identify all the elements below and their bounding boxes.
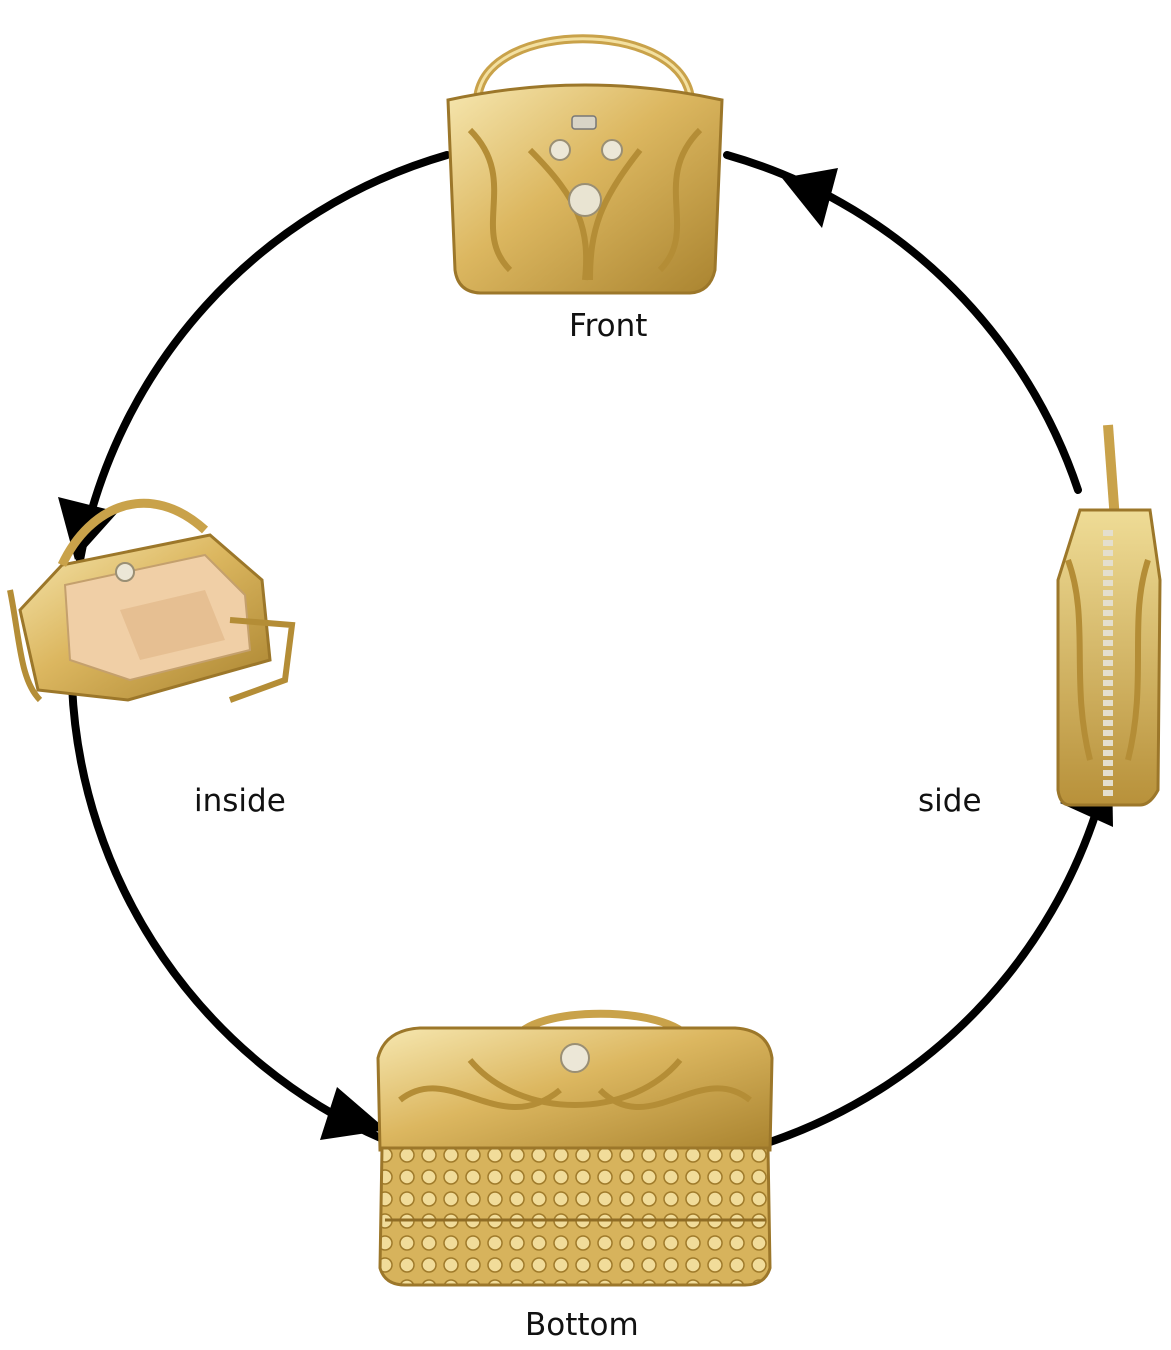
arc-bottom-to-side: [766, 796, 1104, 1146]
label-bottom: Bottom: [525, 1307, 639, 1343]
label-side: side: [918, 783, 982, 819]
label-front: Front: [569, 308, 648, 344]
arc-front-to-inside: [76, 151, 451, 564]
arrowhead-to-bottom-icon: [320, 1087, 387, 1140]
arrowhead-to-front-icon: [782, 168, 838, 228]
handbag-front-image: [446, 34, 724, 295]
label-inside: inside: [194, 783, 286, 819]
arc-side-to-front: [723, 151, 1082, 494]
handbag-side-image: [1056, 424, 1162, 807]
handbag-bottom-image: [376, 1009, 774, 1287]
arc-inside-to-bottom: [68, 681, 389, 1144]
handbag-inside-image: [7, 498, 296, 703]
